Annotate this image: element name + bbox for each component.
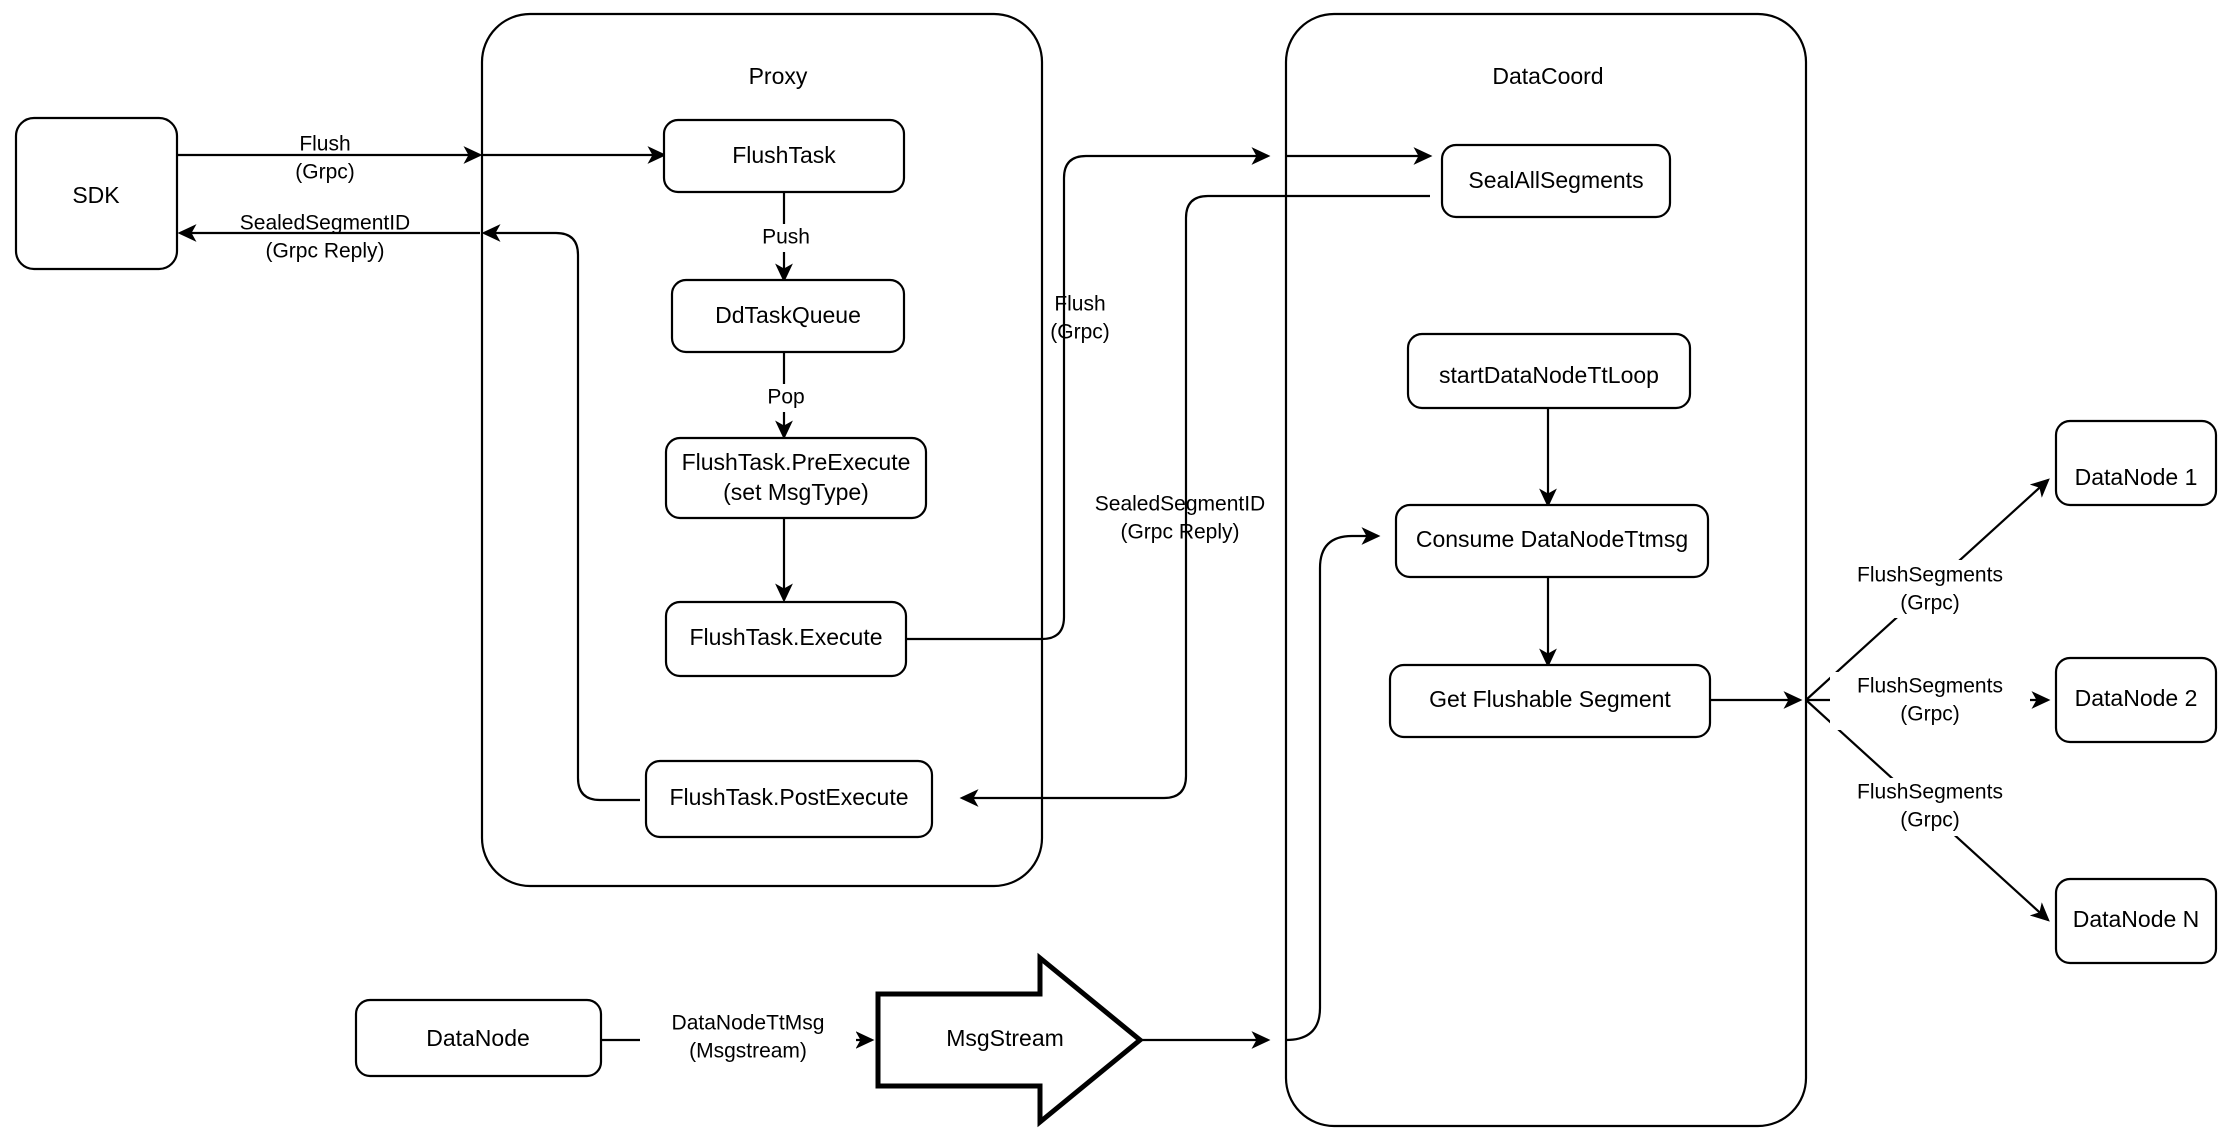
node-sdk[interactable] bbox=[14, 116, 179, 271]
node-sdk-label: SDK bbox=[72, 182, 120, 208]
edge-postexecute-to-reply-rail bbox=[481, 224, 640, 802]
edge-label-flushsegments-2-line2: (Grpc) bbox=[1900, 703, 1960, 726]
node-startdatanodettloop[interactable] bbox=[1406, 332, 1692, 410]
edge-label-flushsegments-2-backdrop bbox=[1830, 672, 2030, 730]
node-flushtask-preexecute-label-line1: FlushTask.PreExecute bbox=[682, 449, 911, 475]
node-flushtask-execute-label: FlushTask.Execute bbox=[689, 624, 882, 650]
node-sealallsegments[interactable] bbox=[1440, 143, 1672, 219]
node-flushtask-preexecute-label-line2: (set MsgType) bbox=[723, 479, 869, 505]
node-msgstream-label: MsgStream bbox=[946, 1025, 1064, 1051]
edge-label-datanodettmsg-backdrop bbox=[640, 1006, 856, 1064]
node-consume-datanodettmsg[interactable] bbox=[1394, 503, 1710, 579]
node-datanode-2-label: DataNode 2 bbox=[2075, 685, 2198, 711]
node-flushtask-execute[interactable] bbox=[664, 600, 908, 678]
edge-label-flushsegments-1-line2: (Grpc) bbox=[1900, 592, 1960, 615]
container-proxy-label: Proxy bbox=[749, 63, 808, 89]
node-datanode-2[interactable] bbox=[2054, 656, 2218, 744]
edge-label-push: Push bbox=[762, 226, 810, 249]
node-ddtaskqueue[interactable] bbox=[670, 278, 906, 354]
node-datanode-1-label: DataNode 1 bbox=[2075, 464, 2198, 490]
node-datanode-n-label: DataNode N bbox=[2073, 906, 2200, 932]
edge-label-proxy-to-datacoord-line1: Flush bbox=[1054, 293, 1105, 316]
edge-label-pop: Pop bbox=[767, 386, 804, 409]
edge-label-datacoord-to-proxy-line2: (Grpc Reply) bbox=[1120, 521, 1239, 544]
node-datanode-bottom-label: DataNode bbox=[426, 1025, 530, 1051]
node-sealallsegments-label: SealAllSegments bbox=[1468, 167, 1643, 193]
edge-label-flushsegments-n-line1: FlushSegments bbox=[1857, 781, 2003, 804]
edge-label-pop-backdrop bbox=[752, 384, 816, 412]
node-flushtask-preexecute[interactable] bbox=[664, 436, 928, 520]
edge-label-flushsegments-1-line1: FlushSegments bbox=[1857, 564, 2003, 587]
edge-sealallsegments-to-postexecute-rail bbox=[959, 194, 1430, 807]
node-flushtask-label: FlushTask bbox=[732, 142, 836, 168]
node-flushtask-postexecute-label: FlushTask.PostExecute bbox=[669, 784, 908, 810]
edge-label-datanodettmsg-line1: DataNodeTtMsg bbox=[672, 1012, 825, 1035]
edge-label-sdk-to-proxy-line2: (Grpc) bbox=[295, 161, 355, 184]
node-flushtask-postexecute[interactable] bbox=[644, 759, 934, 839]
node-ddtaskqueue-label: DdTaskQueue bbox=[715, 302, 861, 328]
edge-label-proxy-to-datacoord-line2: (Grpc) bbox=[1050, 321, 1110, 344]
edge-execute-to-sealallsegments-rail bbox=[906, 147, 1271, 641]
node-datanode-bottom[interactable] bbox=[354, 998, 603, 1078]
edge-label-proxy-to-sdk-line2: (Grpc Reply) bbox=[265, 240, 384, 263]
node-flushtask[interactable] bbox=[662, 118, 906, 194]
node-get-flushable-segment-label: Get Flushable Segment bbox=[1429, 686, 1671, 712]
edge-label-sdk-to-proxy-line1: Flush bbox=[299, 133, 350, 156]
node-datanode-n[interactable] bbox=[2054, 877, 2218, 965]
container-datacoord-label: DataCoord bbox=[1492, 63, 1603, 89]
edge-label-flushsegments-n-backdrop bbox=[1830, 778, 2030, 836]
edge-label-flushsegments-n-line2: (Grpc) bbox=[1900, 809, 1960, 832]
edge-label-flushsegments-2-line1: FlushSegments bbox=[1857, 675, 2003, 698]
edge-label-flushsegments-1-backdrop bbox=[1830, 560, 2030, 618]
node-startdatanodettloop-label: startDataNodeTtLoop bbox=[1439, 362, 1659, 388]
edge-label-proxy-to-sdk-line1: SealedSegmentID bbox=[240, 212, 410, 235]
edge-label-datacoord-to-proxy-line1: SealedSegmentID bbox=[1095, 493, 1265, 516]
node-get-flushable-segment[interactable] bbox=[1388, 663, 1712, 739]
edge-datacoordborder-to-consume-rail bbox=[1285, 527, 1381, 1042]
node-consume-datanodettmsg-label: Consume DataNodeTtmsg bbox=[1416, 526, 1688, 552]
edge-label-datanodettmsg-line2: (Msgstream) bbox=[689, 1040, 807, 1063]
edge-label-push-backdrop bbox=[748, 224, 820, 252]
node-datanode-1[interactable] bbox=[2054, 419, 2218, 507]
node-msgstream-shape[interactable] bbox=[875, 952, 1144, 1128]
